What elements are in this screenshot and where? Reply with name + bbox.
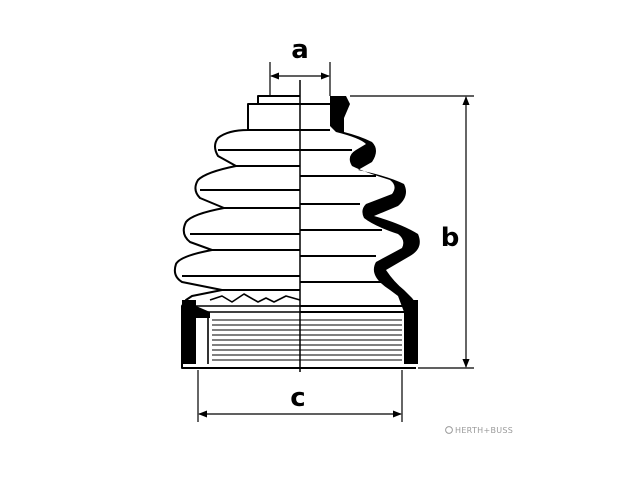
brand-logo: HERTH+BUSS [445,426,513,435]
left-clamp-lip [196,306,210,318]
section-wall [330,96,420,312]
boot-exterior-half [173,95,301,369]
brand-text: HERTH+BUSS [455,426,513,435]
dimension-b [350,95,474,369]
boot-section-half [300,103,416,369]
right-clamp-band [404,300,418,364]
left-thread-lines [212,319,300,361]
dimension-c-label: c [290,383,305,413]
dimension-a [269,62,331,96]
dimension-c [197,370,403,422]
dimension-b-label: b [441,223,460,253]
dimension-a-label: a [291,35,309,65]
left-clamp-band [182,300,196,364]
right-thread-lines [300,319,402,361]
